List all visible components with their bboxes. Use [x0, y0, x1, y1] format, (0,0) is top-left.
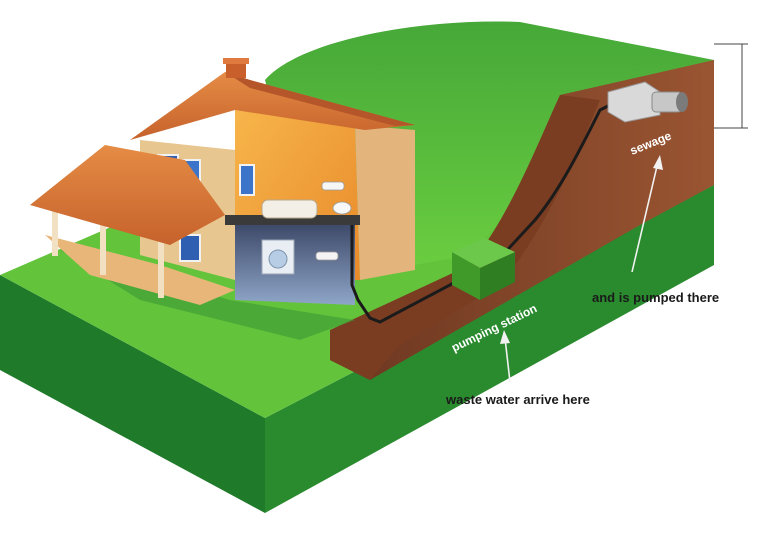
- station-arrowhead: [500, 330, 510, 344]
- terrace-post-mid: [100, 225, 106, 275]
- main-roof-ridge: [225, 72, 415, 126]
- sewer-pipe-opening: [676, 92, 688, 112]
- drain-pipe: [350, 225, 471, 324]
- pressure-pipe: [496, 98, 621, 262]
- washing-machine-door-icon: [268, 249, 288, 269]
- ground-front-face: [0, 275, 265, 513]
- station-arrow: [504, 337, 511, 383]
- basement-room: [235, 225, 355, 305]
- pumped-label: and is pumped there: [592, 290, 719, 305]
- sewage-arrow: [631, 161, 659, 273]
- upper-sink: [321, 181, 345, 191]
- main-roof: [130, 72, 415, 140]
- terrace-floor: [45, 235, 235, 305]
- sewer-box: [607, 81, 661, 123]
- chimney-cap: [223, 58, 249, 64]
- pumping-station-top: [452, 238, 515, 268]
- bathtub: [261, 199, 318, 219]
- terrace-roof: [30, 145, 225, 245]
- ground-right-face: [265, 185, 714, 513]
- toilet: [332, 201, 352, 215]
- house-right-wall: [355, 125, 415, 280]
- sewage-arrowhead: [653, 155, 663, 170]
- terrace-post-right: [158, 240, 164, 298]
- waste-water-label: waste water arrive here: [445, 392, 590, 407]
- basement-sink: [315, 251, 339, 261]
- house-window-upper-right: [239, 164, 255, 196]
- chimney: [226, 62, 246, 78]
- floor-slab: [225, 215, 360, 225]
- terrace-post-left: [52, 210, 58, 256]
- trench-inner-wall: [330, 95, 600, 380]
- terrace-window: [179, 234, 201, 262]
